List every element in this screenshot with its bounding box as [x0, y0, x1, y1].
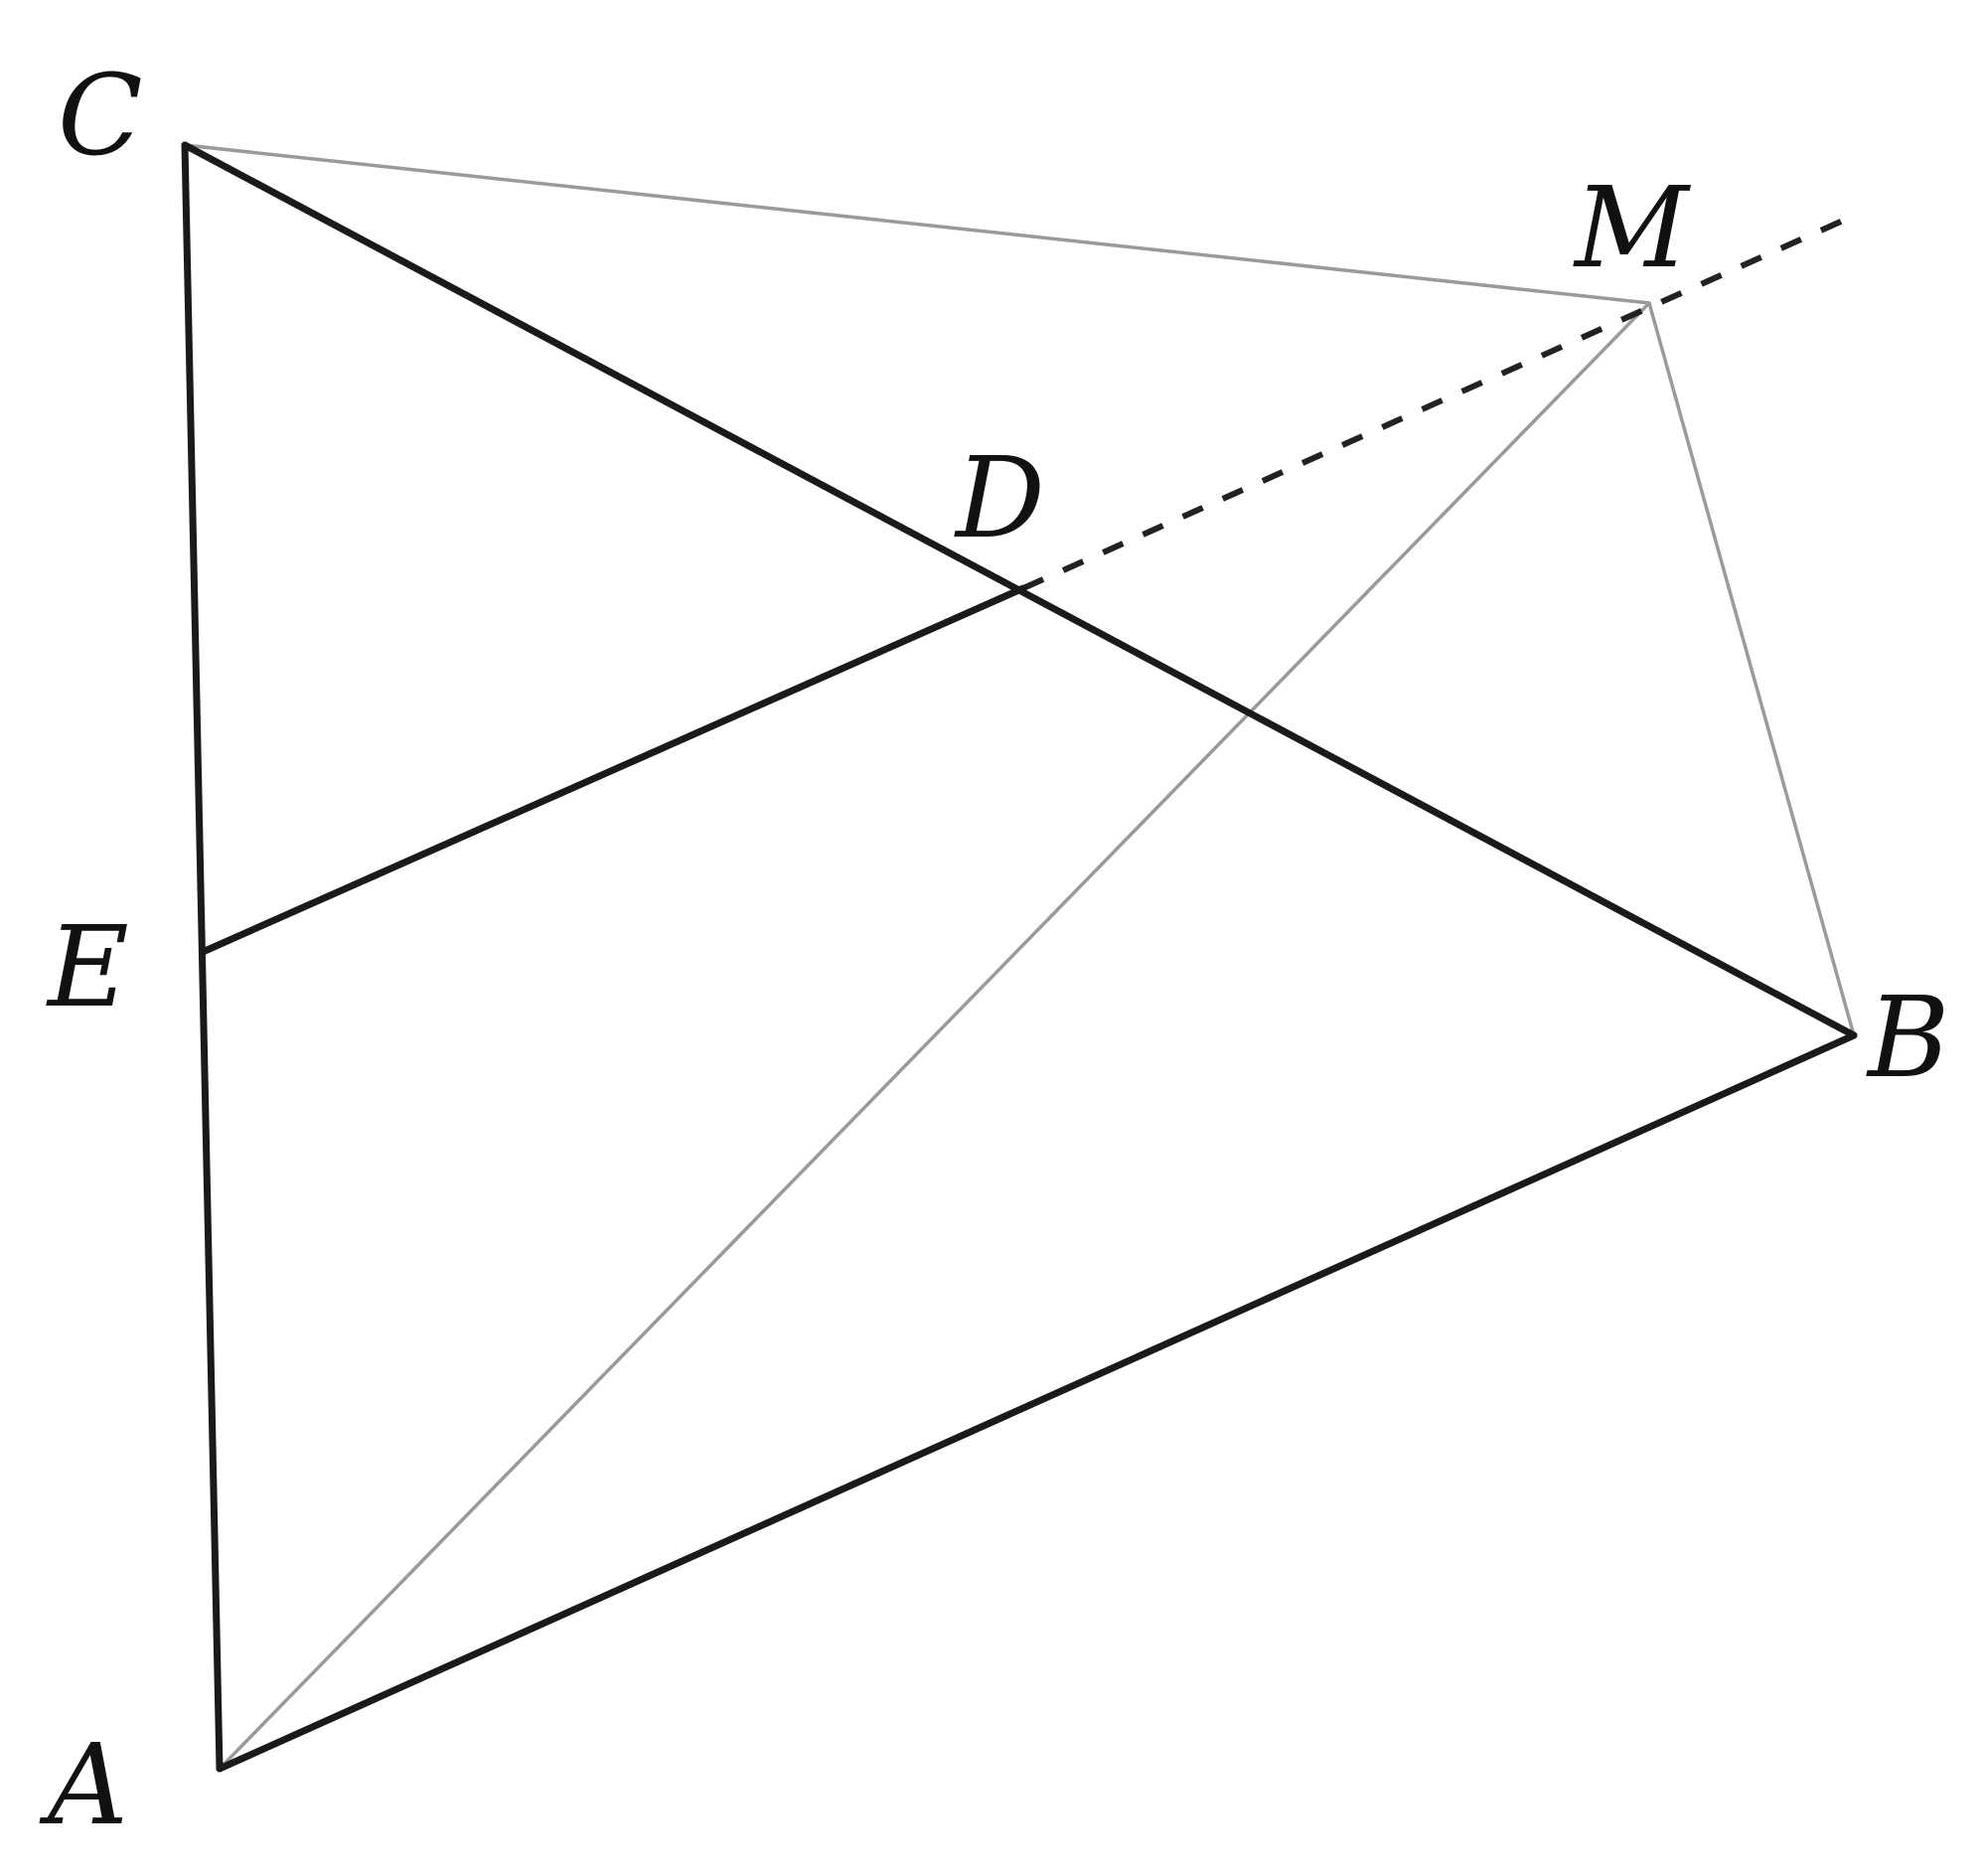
label-E: E: [46, 903, 129, 1032]
label-B: B: [1866, 974, 1949, 1103]
label-A: A: [39, 1721, 128, 1850]
label-D: D: [954, 434, 1045, 563]
segment-MB: [1647, 301, 1856, 1037]
label-M: M: [1573, 164, 1691, 293]
segment-AM: [218, 301, 1651, 1771]
segment-CA: [181, 141, 224, 1773]
segment-DM-extension-dashed: [1021, 218, 1845, 591]
segment-ED: [199, 584, 1027, 956]
segment-AB: [216, 1031, 1858, 1773]
segment-CM: [183, 143, 1651, 305]
label-C: C: [58, 52, 143, 181]
